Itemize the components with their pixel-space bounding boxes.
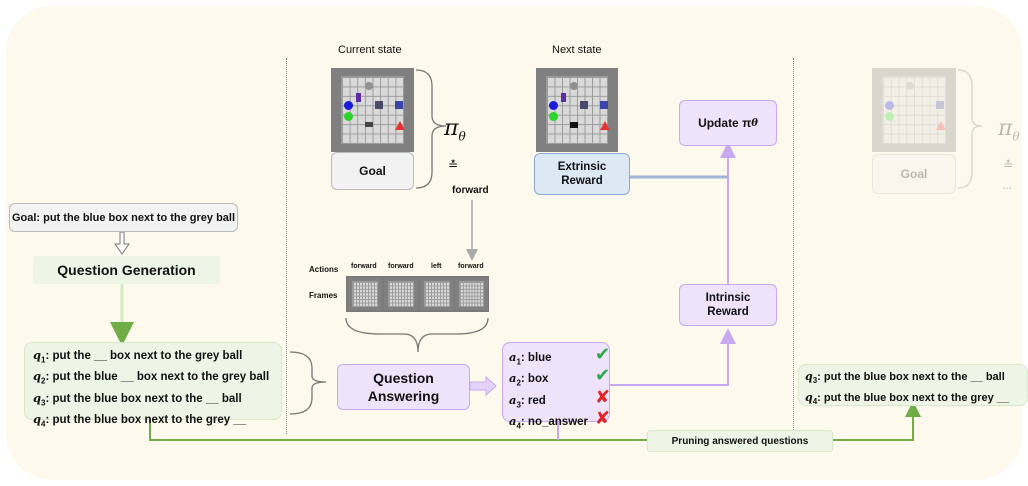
next-state-label: Next state	[552, 44, 602, 56]
question-item: q1: put the __ box next to the grey ball	[33, 348, 243, 365]
frames-label: Frames	[309, 291, 338, 300]
separator-left	[286, 58, 287, 434]
question-item: q2: put the blue __ box next to the grey…	[33, 369, 270, 386]
goal-box: Goal	[331, 152, 414, 190]
question-answering-box: Question Answering	[337, 364, 470, 410]
frame-thumbnail	[455, 278, 488, 310]
answers-list: a1: blue✔ a2: box✔ a3: red✘ a4: no_answe…	[502, 342, 611, 430]
pruning-box: Pruning answered questions	[647, 430, 833, 452]
goal-text-box: Goal: put the blue box next to the grey …	[9, 203, 238, 232]
cross-icon: ✘	[595, 407, 611, 428]
faded-pi-theta-symbol: πθ	[998, 116, 1020, 144]
action-label: forward	[351, 263, 377, 270]
pi-theta-symbol: πθ	[444, 116, 466, 144]
question-item: q3: put the blue box next to the __ ball	[805, 370, 1005, 386]
cross-icon: ✘	[595, 386, 611, 407]
action-label: forward	[388, 263, 414, 270]
question-item: q4: put the blue box next to the grey __	[805, 391, 1010, 407]
faded-next-step: Goal πθ ≛ ...	[872, 68, 1022, 198]
faded-state-grid	[872, 68, 956, 152]
action-label: forward	[458, 263, 484, 270]
frame-thumbnail	[420, 278, 454, 310]
frame-thumbnail	[384, 278, 418, 310]
checkmark-icon: ✔	[595, 365, 611, 386]
questions-list: q1: put the __ box next to the grey ball…	[24, 342, 282, 428]
answer-item: a2: box✔	[509, 365, 611, 388]
question-item: q3: put the blue box next to the __ ball	[33, 390, 242, 407]
actions-label: Actions	[309, 265, 339, 274]
faded-ellipsis: ...	[1002, 178, 1013, 192]
current-state-label: Current state	[338, 44, 402, 56]
faded-brace	[958, 69, 983, 189]
checkmark-icon: ✔	[595, 344, 611, 364]
current-state-grid	[331, 68, 414, 152]
separator-right	[793, 58, 794, 434]
answer-item: a3: red✘	[509, 386, 611, 409]
faded-double-chevron-down-icon: ≛	[1003, 158, 1014, 172]
remaining-questions-list: q3: put the blue box next to the __ ball…	[798, 364, 1028, 406]
intrinsic-reward-box: Intrinsic Reward	[679, 284, 777, 326]
question-item: q4: put the blue box next to the grey __	[33, 411, 247, 429]
frame-thumbnail	[348, 278, 382, 310]
faded-goal-box: Goal	[872, 154, 956, 194]
answer-item: a4: no_answer✘	[509, 407, 611, 431]
double-chevron-down-icon: ≛	[448, 158, 459, 172]
forward-label: forward	[452, 185, 489, 196]
action-label: left	[431, 263, 442, 270]
question-generation-box: Question Generation	[33, 256, 220, 284]
answer-item: a1: blue✔	[509, 344, 611, 367]
extrinsic-reward-box: Extrinsic Reward	[534, 153, 630, 195]
next-state-grid	[536, 68, 618, 152]
